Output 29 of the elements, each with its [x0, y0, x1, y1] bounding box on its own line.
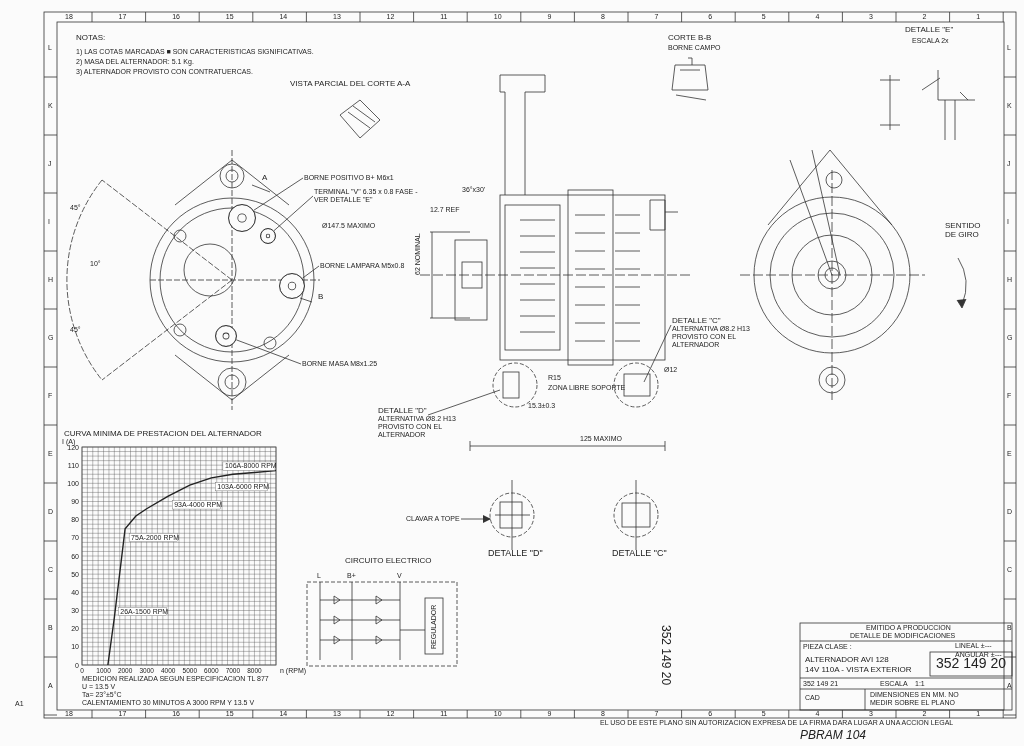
- detail-title: DETALLE "D": [488, 549, 543, 559]
- terminal-stud: [215, 325, 237, 347]
- terminal-stud: [260, 228, 276, 244]
- detail-title: DETALLE "C": [612, 549, 667, 559]
- view-title: CORTE B-B: [668, 34, 712, 43]
- view-title: VISTA PARCIAL DEL CORTE A-A: [290, 80, 411, 89]
- part-title: 14V 110A - VISTA EXTERIOR: [805, 666, 912, 675]
- notes-heading: NOTAS:: [76, 34, 106, 43]
- chart-title: CURVA MINIMA DE PRESTACION DEL ALTERNADOR: [64, 429, 262, 438]
- part-title: ALTERNADOR AVI 128: [805, 656, 889, 665]
- terminal-stud: [228, 204, 256, 232]
- direction-text: SENTIDO DE GIRO: [945, 222, 982, 240]
- circuit-title: CIRCUITO ELECTRICO: [345, 557, 432, 566]
- view-title: DETALLE "E": [905, 26, 954, 35]
- section-mark: B: [318, 293, 324, 302]
- leader-line: [235, 339, 302, 365]
- handwritten-note: PBRAM 104: [800, 729, 867, 743]
- callout-heading: DETALLE "D": [378, 406, 427, 416]
- leader-line: [253, 177, 304, 211]
- leader-line: [302, 265, 320, 279]
- drawing-number: 352 149 20: [658, 625, 672, 686]
- section-mark: A: [262, 174, 268, 183]
- leader-line: [427, 389, 501, 416]
- leader-line: [643, 324, 672, 383]
- leader-line: [273, 195, 314, 232]
- drawing-number: 352 149 20: [936, 656, 1007, 672]
- callout-heading: DETALLE "C": [672, 316, 721, 326]
- detail-drawing: [489, 479, 535, 551]
- terminal-stud: [279, 273, 305, 299]
